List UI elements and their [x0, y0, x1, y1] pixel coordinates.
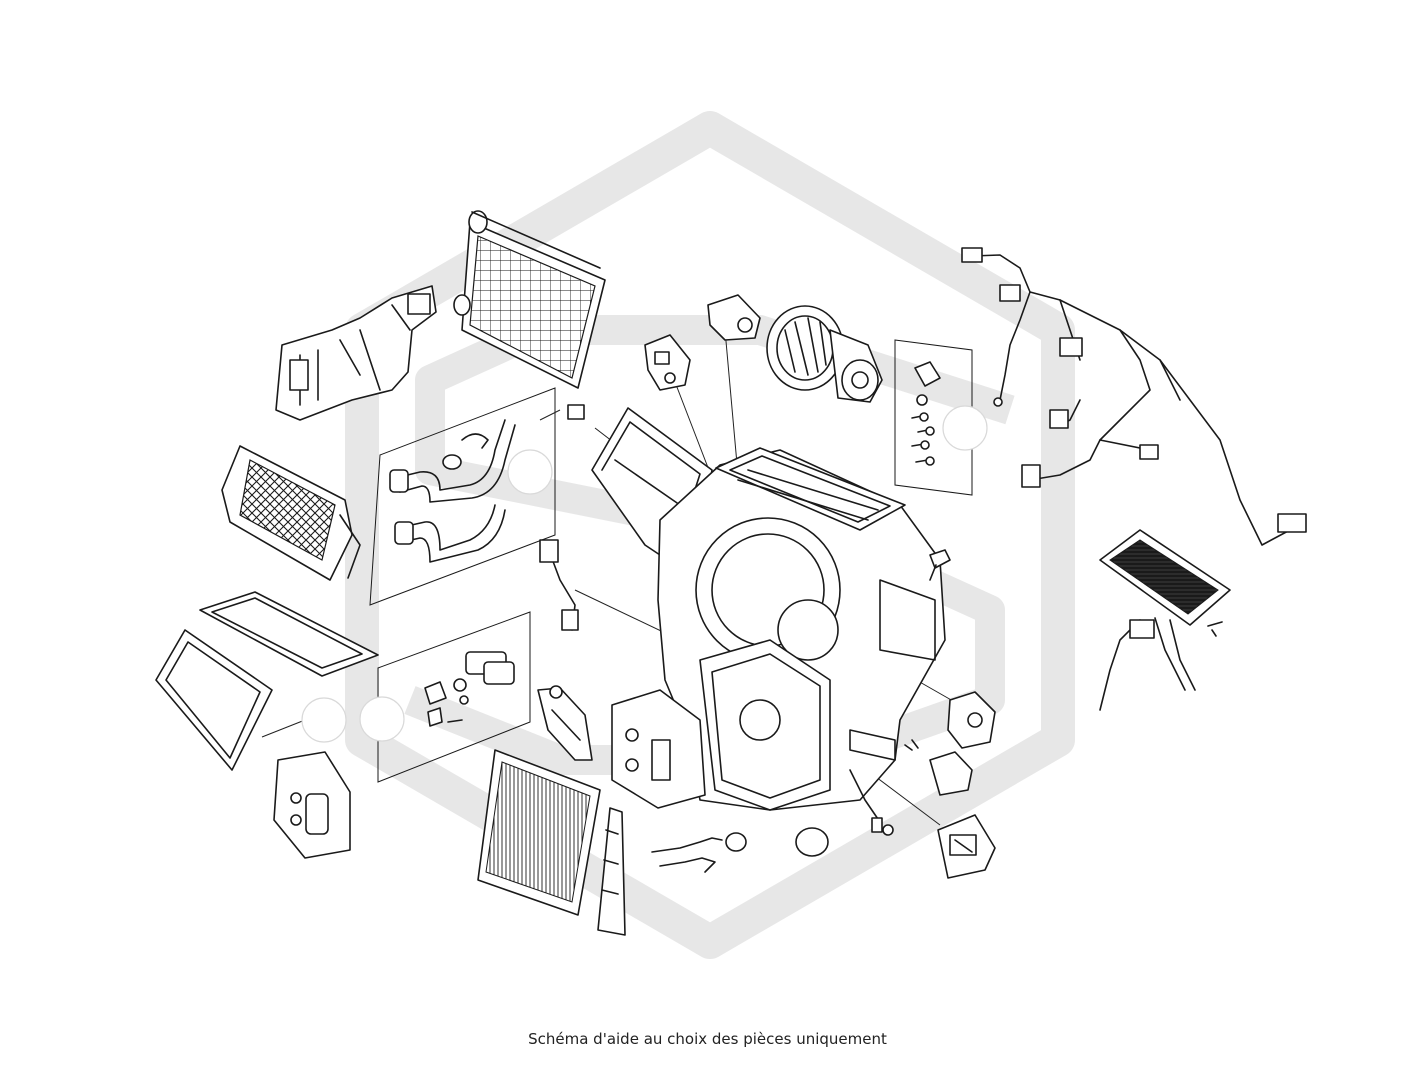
- drain-hose: [651, 832, 747, 873]
- fitting-kit: [424, 651, 515, 727]
- hvac-housing: [657, 447, 946, 811]
- foam-seal-block: [273, 751, 351, 859]
- blower-motor-fan: [766, 305, 883, 403]
- screw-kit: [911, 361, 941, 466]
- wiring-harness: [961, 247, 1307, 546]
- air-intake-grille: [221, 445, 361, 581]
- fitting-kit-frame: [377, 611, 531, 783]
- temperature-sensor: [849, 769, 894, 836]
- mounting-bracket: [537, 685, 593, 761]
- blower-control-module: [707, 294, 761, 341]
- heater-hose-kit: [389, 419, 516, 563]
- heater-blower-cover: [611, 689, 706, 809]
- screw-kit-frame: [894, 339, 973, 496]
- hose-kit-frame: [369, 387, 556, 606]
- grommet: [795, 827, 829, 857]
- evaporator-core: [453, 210, 606, 389]
- screw-right: [929, 549, 951, 581]
- callout-badge: [301, 697, 347, 743]
- small-clip: [567, 404, 585, 420]
- actuator-motor-right: [947, 691, 996, 749]
- duct-bracket: [275, 285, 437, 421]
- blower-resistor: [937, 814, 996, 879]
- filter-seal-gasket: [155, 629, 273, 771]
- filter-frame-gasket: [199, 591, 379, 677]
- callout-badge: [359, 696, 405, 742]
- resistor-connector: [904, 739, 973, 796]
- cable-connector: [539, 539, 579, 631]
- cabin-air-filter: [477, 749, 601, 916]
- callout-badge: [942, 405, 988, 451]
- filter-cover-strip: [597, 807, 626, 936]
- callout-badge: [507, 449, 553, 495]
- flap-actuator: [644, 334, 691, 391]
- ptc-heater-element: [1099, 529, 1231, 711]
- diagram-caption: Schéma d'aide au choix des pièces unique…: [528, 1030, 887, 1048]
